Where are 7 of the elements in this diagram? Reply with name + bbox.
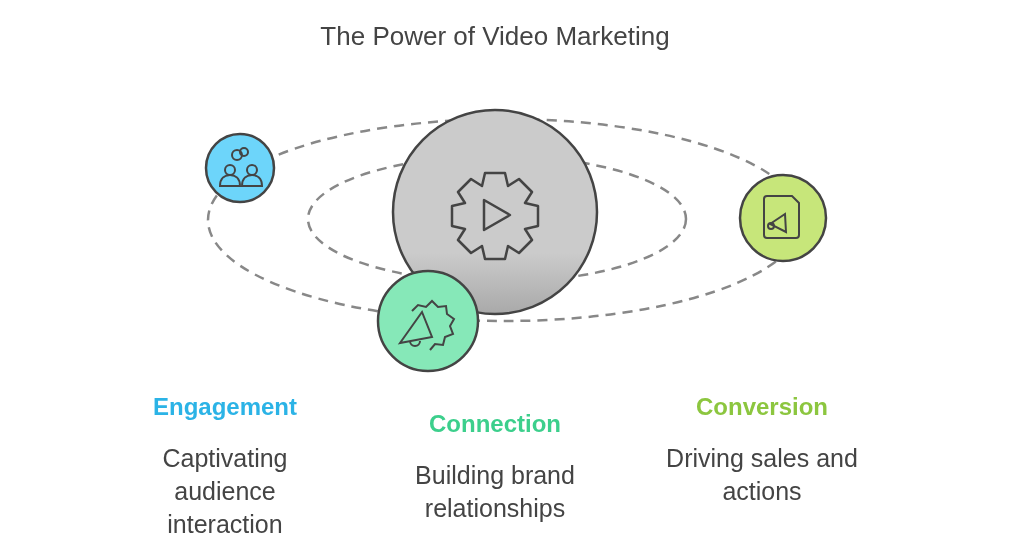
- column-description: Driving sales and actions: [665, 443, 859, 507]
- column-description: Captivating audience interaction: [161, 443, 289, 540]
- column-heading: Connection: [428, 409, 562, 439]
- diagram-title: The Power of Video Marketing: [319, 20, 671, 53]
- column-heading: Engagement: [152, 392, 298, 422]
- column-heading: Conversion: [695, 392, 829, 422]
- column-description: Building brand relationships: [414, 460, 576, 524]
